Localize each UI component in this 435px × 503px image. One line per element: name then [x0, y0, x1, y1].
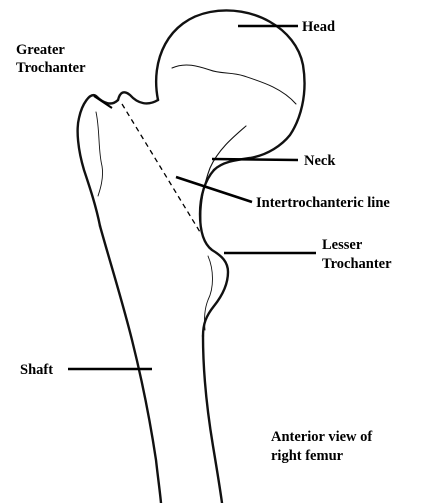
neck-leader-line — [212, 159, 298, 160]
superior-neck-outline — [118, 92, 158, 103]
medial-neck-outline — [200, 170, 228, 336]
intertrochanteric-dashed-line — [122, 104, 200, 232]
greater-trochanter-texture — [96, 112, 103, 196]
lesser-trochanter-label-line2: Trochanter — [322, 256, 392, 272]
shaft-label: Shaft — [20, 362, 53, 378]
greater-trochanter-label-line2: Trochanter — [16, 60, 86, 76]
head-articular-margin — [172, 65, 296, 104]
lesser-trochanter-label-line1: Lesser — [322, 237, 363, 253]
head-label: Head — [302, 19, 335, 35]
neck-label: Neck — [304, 153, 336, 169]
greater-trochanter-leader-line — [94, 96, 112, 108]
intertrochanteric-line-label: Intertrochanteric line — [256, 195, 390, 211]
lateral-shaft-outline — [100, 226, 161, 503]
caption-line2: right femur — [271, 448, 344, 464]
neck-inner-line — [201, 126, 246, 222]
greater-trochanter-outline — [78, 95, 118, 226]
medial-shaft-outline — [203, 336, 222, 503]
caption-line1: Anterior view of — [271, 429, 372, 445]
greater-trochanter-label-line1: Greater — [16, 42, 65, 58]
femoral-head-outline — [156, 10, 304, 170]
intertrochanteric-leader-line — [176, 177, 252, 202]
